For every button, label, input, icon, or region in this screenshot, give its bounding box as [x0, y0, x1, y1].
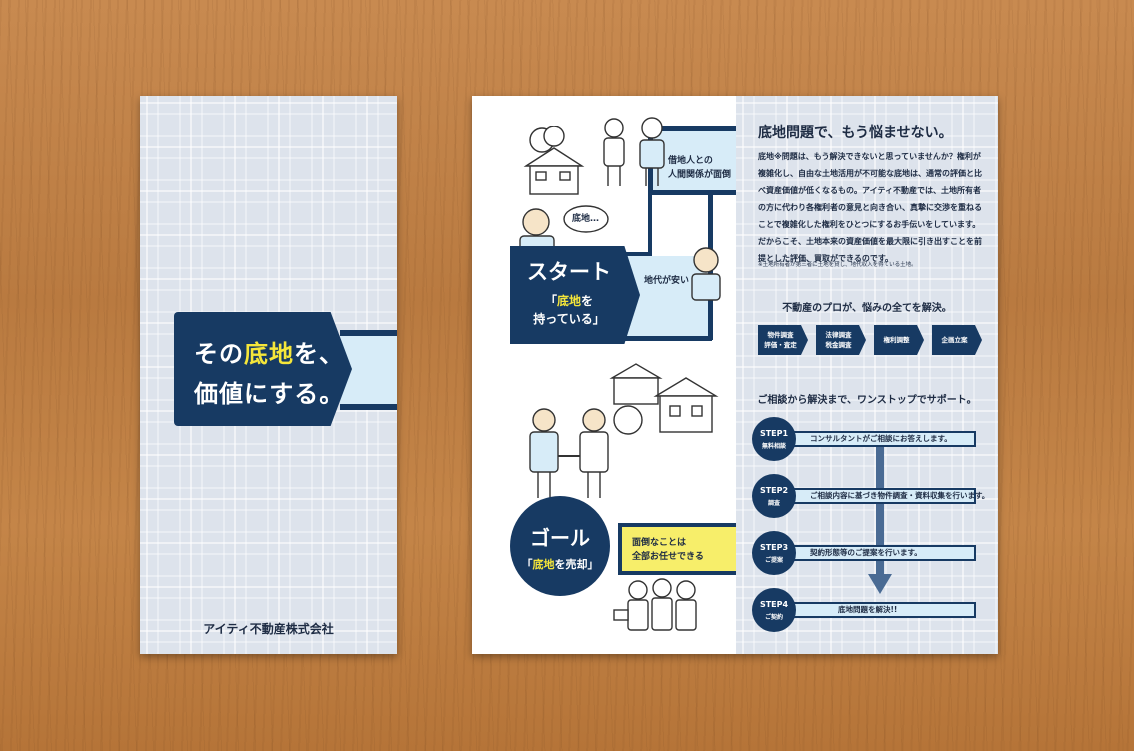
service-label: 権利調整 — [883, 336, 910, 344]
step-number: STEP3 — [759, 543, 789, 552]
step-name: ご契約 — [764, 614, 783, 621]
step-number: STEP2 — [759, 486, 789, 495]
goal-sub-text: を売却」 — [554, 558, 599, 571]
buildings-illustration — [609, 363, 719, 435]
start-label: スタート — [527, 260, 611, 284]
route-line — [642, 126, 736, 131]
start-sub-text: 「 — [544, 294, 557, 308]
thought-bubble — [563, 205, 609, 233]
steps-heading: ご相談から解決まで、ワンストップでサポート。 — [757, 395, 977, 406]
goal-sub-text: 「 — [521, 558, 533, 571]
thought-bubble-text: 底地… — [572, 214, 600, 224]
caption-relations: 借地人との人間関係が面倒 — [668, 154, 731, 182]
down-arrow-icon — [868, 446, 892, 594]
step-name: 無料相談 — [761, 443, 786, 450]
route-fill — [653, 131, 736, 190]
service-legal-survey: 法律調査税金調査 — [816, 325, 866, 355]
service-property-survey: 物件調査評価・査定 — [758, 325, 808, 355]
goal-label: ゴール — [530, 526, 590, 550]
neighbors-illustration — [603, 117, 665, 186]
caption-line: 面倒なことは — [632, 538, 687, 548]
team-illustration — [613, 578, 697, 631]
route-line — [622, 336, 712, 341]
info-body: 底地※問題は、もう解決できないと思っていませんか？権利が複雑化し、自由な土地活用… — [758, 152, 982, 263]
title-text: その — [194, 340, 244, 368]
goal-sub-highlight: 底地 — [532, 558, 555, 571]
step-number: STEP1 — [759, 429, 789, 438]
service-planning: 企画立案 — [932, 325, 982, 355]
caption-line: 人間関係が面倒 — [668, 170, 732, 180]
step1-badge: STEP1 無料相談 — [752, 417, 796, 461]
goal-band — [618, 523, 736, 575]
service-label: 物件調査 — [767, 331, 794, 339]
step-name: ご提案 — [764, 557, 783, 564]
tenant-illustration — [691, 247, 721, 301]
step3-box: 契約形態等のご提案を行います。 — [786, 545, 976, 561]
service-label: 法律調査 — [825, 331, 852, 339]
service-label: 税金調査 — [825, 341, 852, 349]
step4-badge: STEP4 ご契約 — [752, 588, 796, 632]
cover-title-badge: その底地を、 価値にする。 — [174, 312, 352, 426]
step2-badge: STEP2 調査 — [752, 474, 796, 518]
services-row: 物件調査評価・査定 法律調査税金調査 権利調整 企画立案 — [758, 325, 986, 355]
step3-badge: STEP3 ご提案 — [752, 531, 796, 575]
info-footnote: ※土地所有者が第三者に土地を貸し、地代収入を得ている土地。 — [758, 262, 917, 268]
step-name: 調査 — [767, 500, 780, 507]
cover-title-line2: 価値にする。 — [194, 380, 345, 408]
brochure-spread: 借地人との人間関係が面倒 底地… 地代が安い スタート 「底地を持っている」 — [472, 96, 998, 654]
step2-box: ご相談内容に基づき物件調査・資料収集を行います。 — [786, 488, 989, 504]
caption-rent-low: 地代が安い — [644, 276, 690, 286]
company-name: アイティ不動産株式会社 — [203, 622, 334, 636]
step-number: STEP4 — [759, 600, 789, 609]
route-line — [648, 192, 652, 256]
route-line — [712, 190, 736, 195]
caption-line: 借地人との — [668, 156, 713, 166]
route-line — [622, 252, 652, 256]
start-sub-text: 持っている」 — [533, 312, 605, 326]
caption-line: 全部お任せできる — [632, 552, 704, 562]
start-sub-highlight: 底地 — [556, 294, 581, 308]
house-illustration — [523, 126, 585, 195]
brochure-cover: その底地を、 価値にする。 アイティ不動産株式会社 — [140, 96, 397, 654]
story-panel: 借地人との人間関係が面倒 底地… 地代が安い スタート 「底地を持っている」 — [472, 96, 736, 654]
info-heading: 底地問題で、もう悩ませない。 — [758, 125, 953, 141]
caption-easy: 面倒なことは全部お任せできる — [632, 536, 704, 564]
goal-badge: ゴール 「底地を売却」 — [510, 496, 610, 596]
step1-box: コンサルタントがご相談にお答えします。 — [786, 431, 976, 447]
services-heading: 不動産のプロが、悩みの全てを解決。 — [782, 303, 952, 314]
title-highlight: 底地 — [244, 340, 294, 368]
info-panel: 底地問題で、もう悩ませない。 底地※問題は、もう解決できないと思っていませんか？… — [736, 96, 998, 654]
start-badge: スタート 「底地を持っている」 — [510, 246, 640, 344]
title-text: を、 — [294, 340, 344, 368]
handshake-illustration — [529, 408, 609, 498]
route-line — [648, 190, 708, 195]
service-rights-adjustment: 権利調整 — [874, 325, 924, 355]
worried-owner-illustration — [519, 208, 555, 252]
cover-title-line1: その底地を、 — [194, 334, 344, 369]
start-sub: 「底地を持っている」 — [510, 292, 628, 328]
start-sub-text: を — [581, 294, 594, 308]
goal-sub: 「底地を売却」 — [510, 556, 610, 572]
service-label: 評価・査定 — [764, 341, 797, 349]
service-label: 企画立案 — [941, 336, 968, 344]
step4-box: 底地問題を解決!! — [786, 602, 976, 618]
